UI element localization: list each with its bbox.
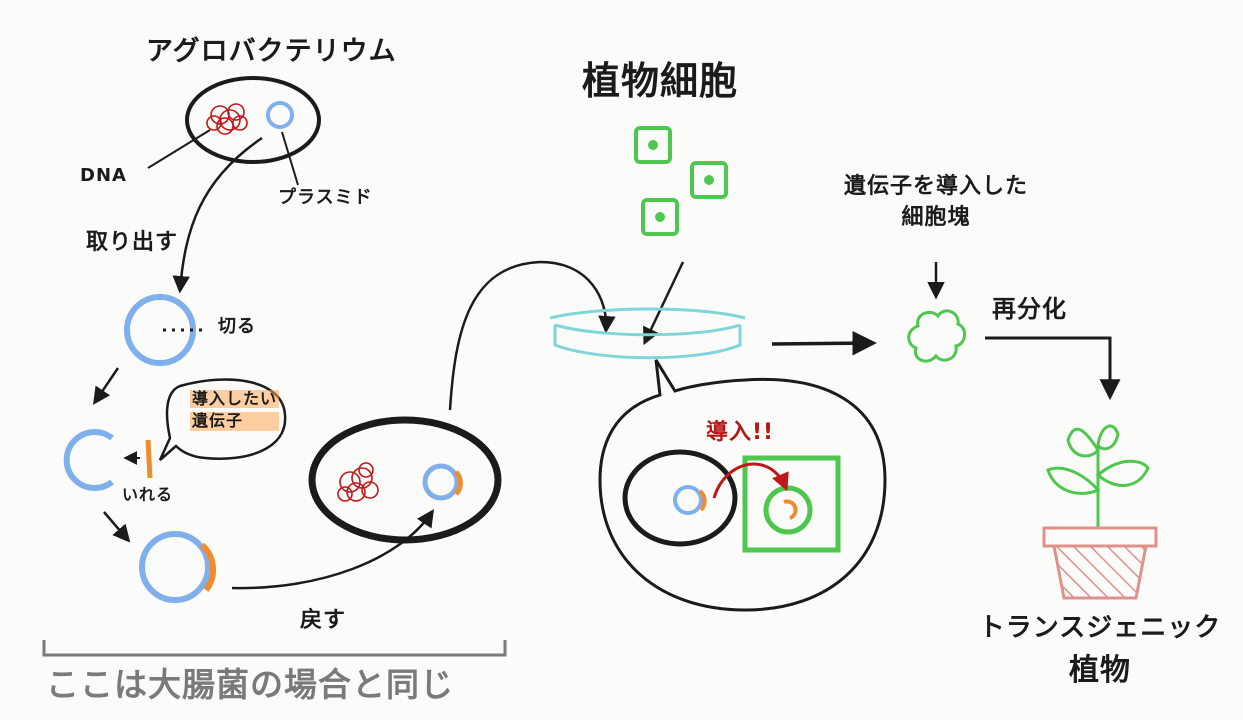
extract-arrow bbox=[172, 136, 263, 294]
flower-pot-icon bbox=[1042, 526, 1158, 600]
plant-cell-title: 植物細胞 bbox=[582, 59, 739, 103]
cell-mass-icon bbox=[907, 309, 966, 363]
infect-arrow bbox=[448, 260, 616, 411]
plasmid-label: プラスミド bbox=[278, 187, 373, 208]
petri-dish-icon bbox=[549, 307, 746, 360]
zoom-plant-cell bbox=[742, 455, 841, 553]
gene-cell-mass-label: 遺伝子を導入した 細胞塊 bbox=[826, 174, 1046, 231]
cut-out-label: 取り出す bbox=[86, 230, 179, 255]
dna-label: DNA bbox=[80, 165, 127, 186]
same-as-ecoli-caption: ここは大腸菌の場合と同じ bbox=[46, 665, 454, 704]
cut-label: 切る bbox=[218, 316, 256, 337]
return-label: 戻す bbox=[300, 608, 347, 633]
gene-cell-mass-line1: 遺伝子を導入した bbox=[843, 174, 1028, 199]
recombinant-gene-segment bbox=[199, 542, 217, 592]
return-arrow bbox=[231, 509, 434, 590]
plasmid-ring-icon bbox=[673, 485, 703, 515]
plant-cells bbox=[634, 126, 728, 236]
dna-coil-icon bbox=[337, 462, 379, 502]
gene-label-line1: 導入したい bbox=[190, 389, 280, 409]
insert-label: いれる bbox=[122, 485, 174, 504]
agrobacterium-title: アグロバクテリウム bbox=[146, 36, 397, 67]
ecoli-bracket bbox=[42, 640, 507, 657]
agrobacterium-recombinant bbox=[308, 416, 502, 544]
agrobacterium-cell bbox=[185, 76, 321, 164]
plasmid-ring-icon bbox=[422, 463, 460, 501]
dish-to-mass-arrow bbox=[771, 330, 877, 356]
transgenic-line1: トランスジェニック bbox=[978, 613, 1222, 643]
plasmid-gene-segment bbox=[454, 470, 463, 496]
redifferentiation-label: 再分化 bbox=[992, 295, 1067, 323]
transgenic-plant-label: トランスジェニック 植物 bbox=[960, 613, 1240, 688]
gene-cell-mass-line2: 細胞塊 bbox=[901, 205, 971, 231]
cells-to-dish-arrow bbox=[643, 261, 685, 346]
zoom-bacterium bbox=[622, 449, 738, 547]
zoom-plant-nucleus bbox=[763, 485, 813, 535]
plant-icon bbox=[1046, 424, 1150, 528]
dna-pointer-line bbox=[147, 129, 211, 169]
opened-plasmid bbox=[63, 429, 114, 491]
zoom-gene-segment bbox=[698, 489, 707, 512]
zoom-transferred-gene bbox=[783, 499, 798, 520]
step-arrow-1 bbox=[93, 367, 120, 405]
dna-coil-icon bbox=[206, 103, 248, 135]
recombinant-plasmid bbox=[139, 531, 211, 603]
plasmid-pointer-line bbox=[281, 131, 299, 186]
plasmid-ring-icon bbox=[266, 101, 294, 129]
gene-callout-bubble bbox=[158, 378, 287, 461]
transgenic-line2: 植物 bbox=[1069, 652, 1131, 688]
gene-label-line2: 遺伝子 bbox=[190, 411, 280, 431]
zoom-bubble bbox=[598, 359, 887, 612]
gene-label: 導入したい 遺伝子 bbox=[190, 389, 280, 431]
step-arrow-2 bbox=[103, 511, 131, 543]
transfer-arrow bbox=[712, 462, 789, 499]
redifferentiation-arrow bbox=[985, 336, 1121, 401]
gene-fragment bbox=[145, 439, 153, 479]
introduce-label: 導入!! bbox=[706, 420, 775, 445]
